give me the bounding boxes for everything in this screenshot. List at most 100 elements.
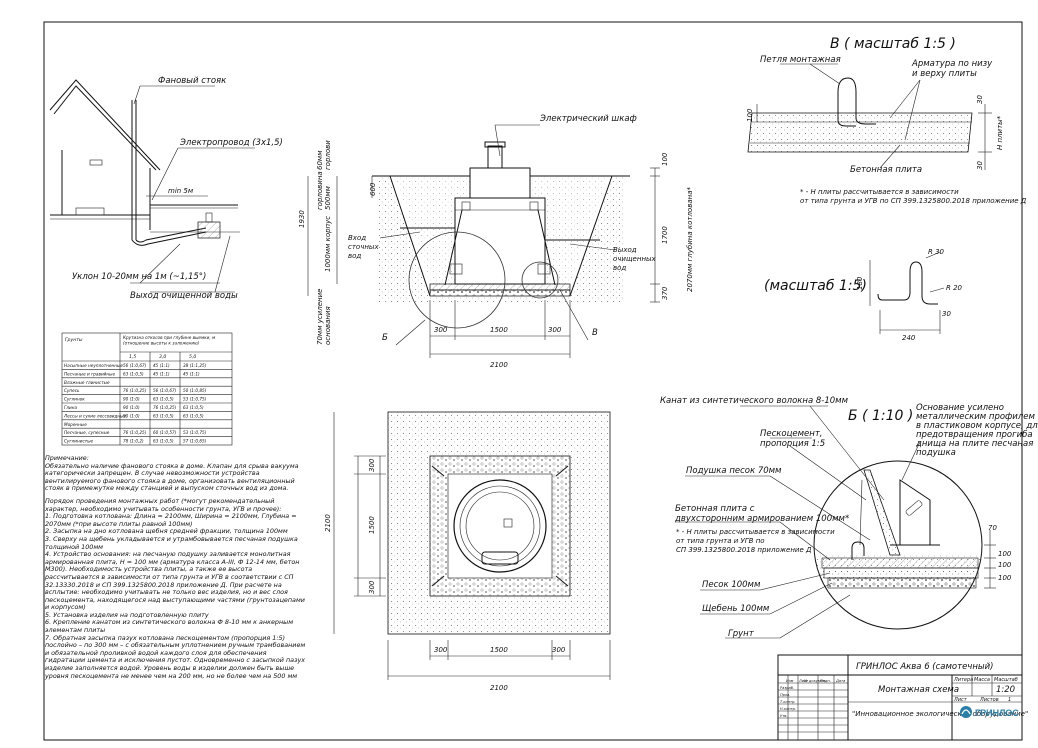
table-cell: 56 (1:0,67) xyxy=(123,363,147,368)
slope-table-grid xyxy=(61,332,233,446)
table-cell: 38 (1:1,25) xyxy=(183,363,207,368)
slab-b-label-2: двухсторонним армированием 100мм* xyxy=(674,514,849,524)
dim-100-b-a: 100 xyxy=(998,550,1012,558)
table-cell: 57 (1:0,65) xyxy=(183,439,207,444)
dim-240: 240 xyxy=(902,334,916,342)
throat-label-1: 60мм xyxy=(316,150,324,170)
soil-label: Грунт xyxy=(728,629,755,639)
plan-dim-300-a: 300 xyxy=(368,458,376,472)
notes-block: Примечание: Обязательно наличие фанового… xyxy=(45,454,307,685)
table-row-soil: Лессы и сухие лессовидные xyxy=(63,413,126,418)
callout-v: В xyxy=(592,328,598,338)
table-cell: 63 (1:0,5) xyxy=(153,397,174,402)
notes-item-3: 3. Сверху на щебень укладывается и утрам… xyxy=(45,534,298,551)
logo-text: ГРИНЛОС xyxy=(975,708,1019,718)
base-label-2: основания xyxy=(324,306,332,345)
notes-intro: Обязательно наличие фанового стояка в до… xyxy=(45,461,299,493)
detail-v-footnote-1: * - H плиты рассчитывается в зависимости xyxy=(800,188,959,196)
detail-b-title: Б ( 1:10 ) xyxy=(848,408,913,424)
base-label-1: 70мм усиление xyxy=(316,289,324,345)
table-cell: 76 (1:0,25) xyxy=(153,405,177,410)
power-cable-label: Электропровод (3х1,5) xyxy=(179,138,283,148)
dim-30-v-b: 30 xyxy=(976,161,984,170)
detail-b-footnote-2: от типа грунта и УГВ по xyxy=(676,537,765,545)
dim-100-b-b: 100 xyxy=(998,561,1012,569)
table-row-soil: Моренные xyxy=(64,422,87,427)
detail-b-footnote-3: СП 399.1325800.2018 приложение Д xyxy=(676,546,812,554)
r30-label: R 30 xyxy=(928,248,945,256)
notes-order: Порядок проведения монтажных работ (*мог… xyxy=(45,496,282,513)
notes-heading: Примечание: xyxy=(45,454,89,462)
cabinet-label: Электрический шкаф xyxy=(539,114,637,124)
row-label-4: Н.контр. xyxy=(780,707,796,711)
min-distance-label: min 5м xyxy=(168,187,194,195)
sandcement-label-2: пропорция 1:5 xyxy=(760,439,825,449)
table-header-slope-line: (отношение высоты к заложению) xyxy=(123,341,200,346)
table-cell: 53 (1:0,75) xyxy=(183,430,207,435)
reinforced-label-3: в пластиковом корпусе, для xyxy=(916,421,1038,431)
table-cell: 60 (1:0,57) xyxy=(153,430,177,435)
table-cell: 63 (1:0,5) xyxy=(183,405,204,410)
dim-30-loop: 30 xyxy=(942,310,951,318)
outlet-section-label-3: вод xyxy=(613,264,626,272)
plan-dim-2100-h: 2100 xyxy=(490,684,508,692)
table-row-soil: Глина xyxy=(64,405,77,410)
body-label: 1000мм корпус xyxy=(324,216,332,272)
neck-label-2: 500мм xyxy=(324,185,332,210)
col-label-1: Изм xyxy=(786,679,794,683)
neck-label-1: горловина xyxy=(316,171,324,210)
sheets-value: 1 xyxy=(1008,697,1011,703)
logo-icon xyxy=(960,706,972,718)
inlet-label-1: Вход xyxy=(348,234,366,242)
plan-view xyxy=(333,411,611,680)
row-label-3: Т.контр. xyxy=(780,700,796,704)
inlet-label-2: сточных xyxy=(348,243,379,251)
loop-label: Петля монтажная xyxy=(760,55,841,65)
notes-item-5: 5. Установка изделия на подготовленную п… xyxy=(45,610,209,619)
slope-label: Уклон 10-20мм на 1м (~1,15°) xyxy=(72,272,206,282)
plan-dim-300-c: 300 xyxy=(434,646,448,654)
dim-300-b: 300 xyxy=(548,326,562,334)
slab-v-label: Бетонная плита xyxy=(850,165,922,175)
h-slab-label: H плиты* xyxy=(996,115,1004,150)
table-cell: 76 (1:0,25) xyxy=(123,430,147,435)
table-cell: 90 (1:0) xyxy=(123,397,140,402)
rebar-label-2: и верху плиты xyxy=(912,69,977,79)
table-cell: 63 (1:0,5) xyxy=(153,413,174,418)
plan-dim-2100-v: 2100 xyxy=(324,514,332,532)
table-row-soil: Суглинок xyxy=(64,397,85,402)
plan-dim-1500-v: 1500 xyxy=(368,516,376,534)
table-row-soil: Песчаные и гравийные xyxy=(64,371,115,376)
dim-300-a: 300 xyxy=(434,326,448,334)
table-cell: 63 (1:0,5) xyxy=(153,439,174,444)
notes-item-6: 6. Крепление канатом из синтетического в… xyxy=(45,618,294,635)
sheet-name: Монтажная схема xyxy=(878,685,959,695)
scale-header: Масштаб xyxy=(994,677,1018,683)
mass-header: Масса xyxy=(974,677,990,683)
sheet-label: Лист xyxy=(953,697,968,703)
outlet-label: Выход очищенной воды xyxy=(130,291,238,301)
plan-dim-1500-h: 1500 xyxy=(490,646,508,654)
table-header-soil: Грунты xyxy=(65,337,83,343)
scale-value: 1:20 xyxy=(996,685,1015,695)
outlet-section-label-2: очищенных xyxy=(613,255,657,263)
title-block-frame xyxy=(777,654,1023,741)
table-cell: 63 (1:0,5) xyxy=(183,413,204,418)
table-row-soil: Насыпные неуплотненные xyxy=(64,363,123,368)
table-cell: 45 (1:1) xyxy=(153,363,170,368)
loop-detail-drawing xyxy=(869,251,945,334)
dim-1930: 1930 xyxy=(298,210,306,228)
table-cell: 45 (1:1) xyxy=(153,371,170,376)
slab-b-label-1: Бетонная плита с xyxy=(675,504,755,514)
table-row-soil: Супесь xyxy=(64,388,80,393)
detail-v-footnote-2: от типа грунта и УГВ по СП 399.1325800.2… xyxy=(800,197,1027,205)
r20-label: R 20 xyxy=(946,284,963,292)
loop-detail-title: (масштаб 1:5) xyxy=(764,278,867,294)
reinforced-label-6: подушка xyxy=(916,448,956,458)
company-logo: ГРИНЛОС xyxy=(960,706,1019,718)
sheet-frame xyxy=(43,21,1023,741)
product-name: ГРИНЛОС Аква 6 (самотечный) xyxy=(856,662,993,672)
col-label-2: Лист xyxy=(798,679,809,683)
table-subheader: 1,5 xyxy=(129,354,136,360)
